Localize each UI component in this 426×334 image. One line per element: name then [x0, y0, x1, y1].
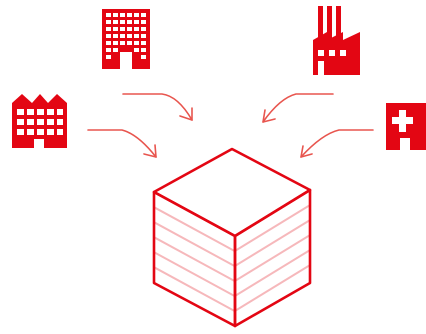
office-building-icon [102, 9, 150, 69]
arrow-residential-to-cube [87, 129, 157, 158]
arrow-factory-to-cube [262, 93, 334, 123]
arrow-hospital-to-cube [300, 129, 374, 158]
arrow-office-to-cube [122, 93, 193, 121]
hospital-icon [386, 103, 426, 150]
apartment-building-icon [12, 94, 67, 148]
storage-cube-icon [152, 147, 312, 328]
factory-icon [313, 6, 360, 75]
